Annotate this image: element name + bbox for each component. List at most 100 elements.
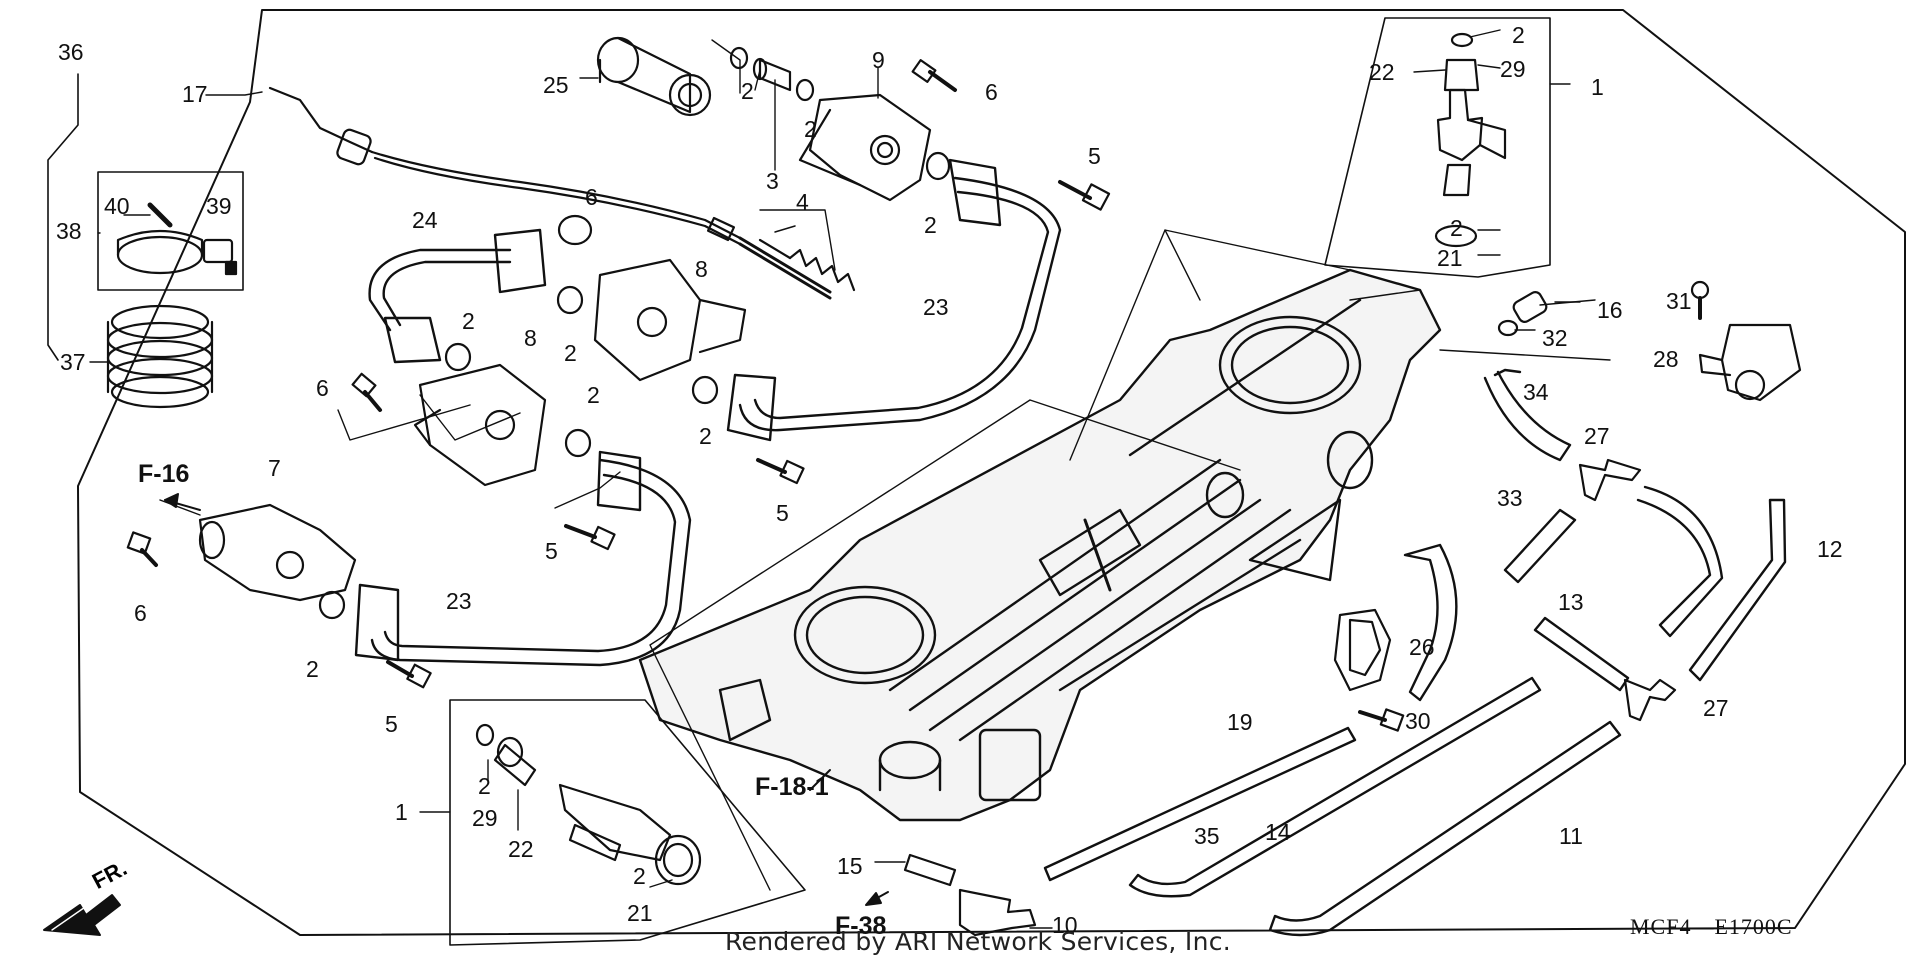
callout-23: 23: [923, 294, 949, 320]
bolt-6-top: [911, 59, 957, 92]
callout-31: 31: [1666, 288, 1692, 314]
pipe-15: [874, 853, 957, 887]
callout-2: 2: [741, 78, 754, 104]
callout-15: 15: [837, 853, 863, 879]
callout-14: 14: [1265, 819, 1291, 845]
hose-13: [1533, 616, 1630, 692]
callout-5: 5: [776, 500, 789, 526]
hose-11: [1268, 720, 1622, 937]
screw-31: [1690, 280, 1710, 320]
callout-29: 29: [472, 805, 498, 831]
joint-10: [958, 888, 1053, 937]
sensor-28: [1698, 323, 1802, 402]
bolt-5-top: [1058, 180, 1111, 211]
callout-28: 28: [1653, 346, 1679, 372]
callout-36: 36: [58, 39, 84, 65]
callout-2: 2: [306, 656, 319, 682]
injector-box-top: [1324, 17, 1551, 278]
callout-2: 2: [924, 212, 937, 238]
callout-37: 37: [60, 349, 86, 375]
callout-2: 2: [564, 340, 577, 366]
throttle-body-19: [638, 268, 1442, 822]
pointer-lines: [649, 229, 1611, 891]
callout-23: 23: [446, 588, 472, 614]
callout-2: 2: [699, 423, 712, 449]
callout-38: 38: [56, 218, 82, 244]
callout-9: 9: [872, 47, 885, 73]
actuator-7: [126, 503, 357, 602]
throttle-cable: [268, 86, 832, 300]
callout-1: 1: [395, 799, 408, 825]
callout-4: 4: [796, 189, 809, 215]
joint-27-low: [1623, 678, 1677, 722]
callout-2: 2: [1512, 22, 1525, 48]
callout-f-38: F-38: [835, 912, 887, 940]
actuator-8-lower: [413, 363, 547, 487]
callout-2: 2: [804, 116, 817, 142]
callout-2: 2: [478, 773, 491, 799]
footer-credit: Rendered by ARI Network Services, Inc.: [725, 927, 1232, 956]
callout-5: 5: [385, 711, 398, 737]
oring-7: [318, 590, 346, 620]
callout-22: 22: [1369, 59, 1395, 85]
callout-19: 19: [1227, 709, 1253, 735]
callout-30: 30: [1405, 708, 1431, 734]
callout-8: 8: [524, 325, 537, 351]
joint-27-top: [1578, 458, 1642, 502]
bracket-36: [47, 73, 79, 361]
injector-box-bottom: [449, 699, 806, 946]
leaders-left: [89, 39, 879, 516]
callout-3: 3: [766, 168, 779, 194]
hose-26-bend: [1403, 543, 1458, 702]
callout-6: 6: [585, 184, 598, 210]
hose-34: [1483, 368, 1572, 462]
callout-22: 22: [508, 836, 534, 862]
callout-34: 34: [1523, 379, 1549, 405]
callout-2: 2: [462, 308, 475, 334]
callout-16: 16: [1597, 297, 1623, 323]
injector-top: [1434, 32, 1507, 248]
callout-26: 26: [1409, 634, 1435, 660]
callout-11: 11: [1559, 823, 1583, 849]
callout-39: 39: [206, 193, 232, 219]
hose-12: [1636, 485, 1787, 682]
callout-21: 21: [627, 900, 653, 926]
leaders-bottom-left: [419, 759, 673, 888]
spring-4: [758, 225, 856, 292]
callout-32: 32: [1542, 325, 1568, 351]
callout-29: 29: [1500, 56, 1526, 82]
callout-6: 6: [316, 375, 329, 401]
box-38-39-40: [97, 171, 244, 291]
diagram-code: MCF4—E1700C: [1630, 914, 1793, 939]
callout-1: 1: [1591, 74, 1604, 100]
injector-bottom: [475, 723, 702, 886]
outer-frame: [77, 9, 1906, 936]
bolt-5-low: [386, 660, 432, 689]
sensor-16: [1512, 291, 1581, 323]
callout-27: 27: [1703, 695, 1729, 721]
callout-17: 17: [182, 81, 208, 107]
callout-6: 6: [985, 79, 998, 105]
callout-27: 27: [1584, 423, 1610, 449]
idle-actuator-9: [798, 93, 932, 202]
callout-25: 25: [543, 72, 569, 98]
pipe-23-lower: [354, 450, 692, 667]
callout-7: 7: [268, 455, 281, 481]
hose-clamp: [116, 202, 238, 276]
callout-21: 21: [1437, 245, 1463, 271]
callout-f-18-1: F-18-1: [755, 773, 829, 801]
bolt-30: [1358, 708, 1405, 732]
hose-33: [1503, 508, 1577, 584]
callout-33: 33: [1497, 485, 1523, 511]
callout-5: 5: [1088, 143, 1101, 169]
bolt-5-mid: [564, 458, 805, 551]
pipe-24: [368, 228, 547, 364]
callout-5: 5: [545, 538, 558, 564]
callout-35: 35: [1194, 823, 1220, 849]
callout-13: 13: [1558, 589, 1584, 615]
callout-12: 12: [1817, 536, 1843, 562]
actuator-8-upper: [593, 258, 747, 382]
callout-f-16: F-16: [138, 460, 190, 488]
callout-10: 10: [1052, 912, 1078, 938]
